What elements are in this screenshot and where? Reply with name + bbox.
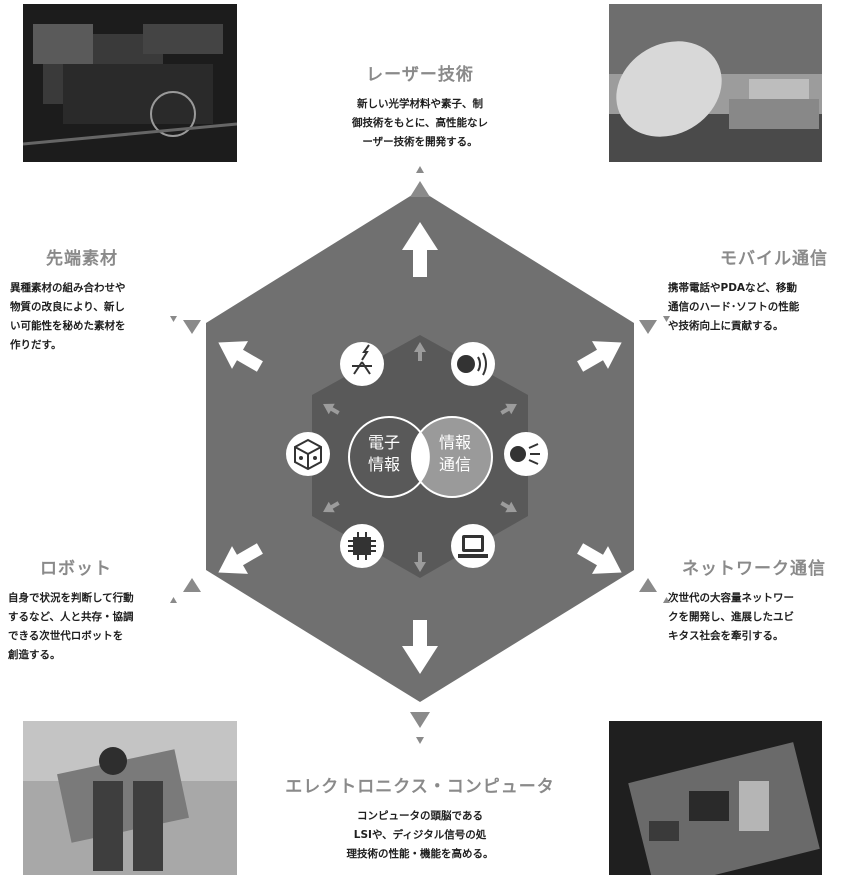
triangle-left-upper-small [170,316,177,322]
arrow-up-icon [402,222,438,277]
triangle-left-lower-small [170,597,177,603]
field-mobile: モバイル通信 携帯電話やPDAなど、移動 通信のハード･ソフトの性能 や技術向上… [668,244,838,336]
small-arrow-up-icon [414,342,426,361]
arrow-lower-right-icon [577,543,622,574]
field-network: ネットワーク通信 次世代の大容量ネットワー クを開発し、進展したユビ キタス社会… [668,554,838,646]
field-electronics-title: エレクトロニクス・コンピュータ [285,777,555,797]
field-material-title: 先端素材 [46,249,118,269]
triangle-top-small [416,166,424,173]
triangle-right-lower [639,578,657,592]
field-robot: ロボット 自身で状況を判断して行動 するなど、人と共存・協調 できる次世代ロボッ… [8,554,173,665]
cube-icon [286,432,330,476]
triangle-right-upper-small [663,316,670,322]
triangle-bottom [410,712,430,728]
center-left-label: 電子情報 [368,433,400,474]
field-mobile-description: 携帯電話やPDAなど、移動 通信のハード･ソフトの性能 や技術向上に貢献する。 [668,282,800,332]
small-arrow-down-icon [414,552,426,572]
field-network-title: ネットワーク通信 [682,559,826,579]
small-arrow-upper-right-icon [500,403,517,415]
triangle-bottom-small [416,737,424,744]
triangle-right-upper [639,320,657,334]
speaker-icon [451,342,495,386]
triangle-left-upper [183,320,201,334]
eye-signal-icon [504,432,548,476]
field-electronics-description: コンピュータの頭脳である LSIや、ディジタル信号の処 理技術の性能・機能を高め… [346,810,494,860]
field-network-description: 次世代の大容量ネットワー クを開発し、進展したユビ キタス社会を牽引する。 [668,592,794,642]
field-laser: レーザー技術 新しい光学材料や素子、制 御技術をもとに、高性能なレ ーザー技術を… [300,60,540,152]
venn-overlap [411,431,430,483]
antenna-icon [340,342,384,386]
field-material-description: 異種素材の組み合わせや 物質の改良により、新し い可能性を秘めた素材を 作りだす… [10,282,126,351]
arrow-lower-left-icon [218,543,263,574]
field-robot-title: ロボット [40,559,112,579]
field-laser-description: 新しい光学材料や素子、制 御技術をもとに、高性能なレ ーザー技術を開発する。 [352,98,488,148]
chip-icon [340,524,384,568]
photo-robot [23,721,237,875]
computer-icon [451,524,495,568]
arrow-down-icon [402,620,438,674]
small-arrow-lower-right-icon [500,501,517,513]
field-material: 先端素材 異種素材の組み合わせや 物質の改良により、新し い可能性を秘めた素材を… [10,244,175,355]
field-mobile-title: モバイル通信 [720,249,828,269]
field-electronics: エレクトロニクス・コンピュータ コンピュータの頭脳である LSIや、ディジタル信… [270,772,570,864]
photo-satellite-dish [609,4,822,162]
small-arrow-upper-left-icon [323,403,340,415]
field-laser-title: レーザー技術 [366,65,474,85]
small-arrow-lower-left-icon [323,501,340,513]
triangle-top [410,181,430,197]
field-robot-description: 自身で状況を判断して行動 するなど、人と共存・協調 できる次世代ロボットを 創造… [8,592,134,661]
triangle-right-lower-small [663,597,670,603]
arrow-upper-right-icon [577,341,622,372]
photo-circuit-board [609,721,822,875]
photo-laser-lab [23,4,237,162]
center-right-label: 情報通信 [439,433,471,474]
triangle-left-lower [183,578,201,592]
arrow-upper-left-icon [218,341,263,372]
